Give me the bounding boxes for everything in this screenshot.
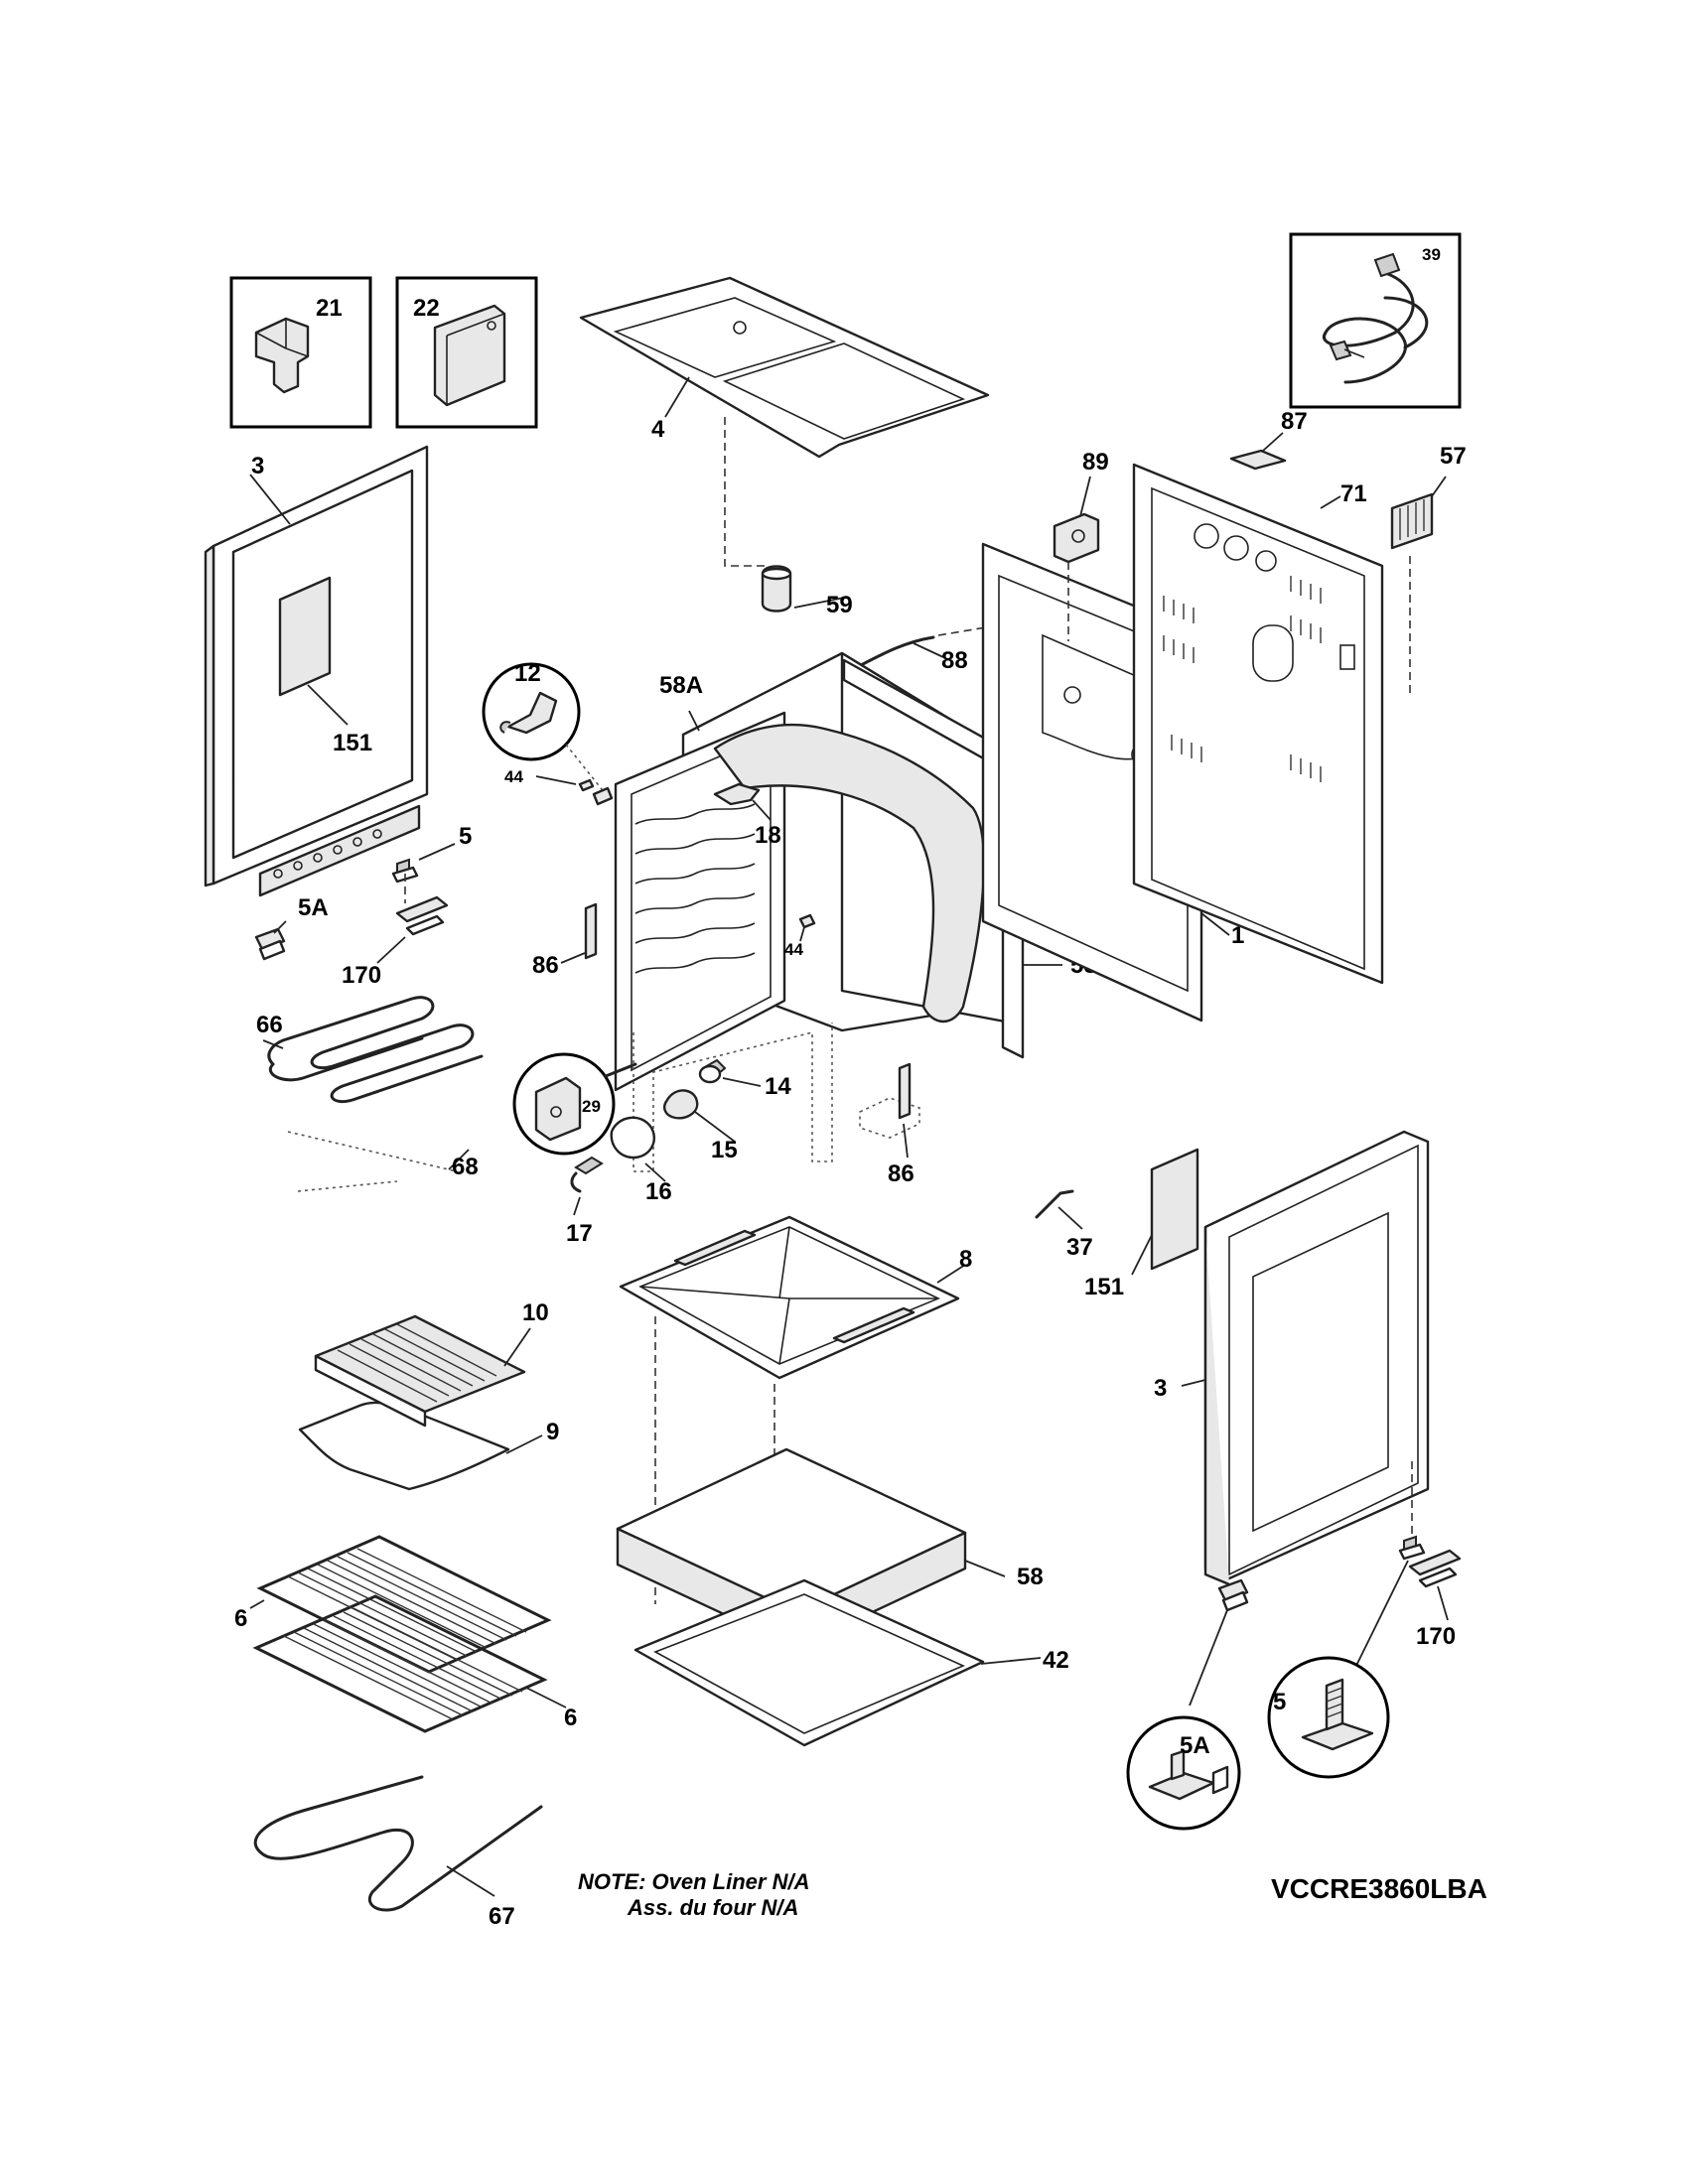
label-87: 87 bbox=[1281, 408, 1308, 435]
label-86-left: 86 bbox=[532, 952, 559, 979]
part-57: 57 bbox=[1390, 443, 1467, 695]
label-3-left: 3 bbox=[251, 453, 264, 479]
label-5A-right: 5A bbox=[1180, 1732, 1210, 1759]
label-4: 4 bbox=[651, 416, 665, 443]
label-68: 68 bbox=[452, 1154, 479, 1180]
label-29: 29 bbox=[582, 1097, 601, 1116]
label-12: 12 bbox=[514, 660, 541, 687]
part-18: 18 bbox=[713, 782, 781, 849]
label-151-left: 151 bbox=[333, 730, 372, 756]
label-18: 18 bbox=[755, 822, 781, 849]
label-17: 17 bbox=[566, 1220, 593, 1247]
label-58: 58 bbox=[1017, 1564, 1044, 1590]
label-10: 10 bbox=[522, 1299, 549, 1326]
part-29: 29 bbox=[512, 1052, 637, 1156]
part-42: 42 bbox=[633, 1578, 1069, 1747]
back-panel-71: 71 bbox=[1132, 463, 1384, 985]
inset-part-21: 21 bbox=[229, 276, 372, 429]
label-170-left: 170 bbox=[342, 962, 381, 989]
label-42: 42 bbox=[1043, 1647, 1069, 1674]
part-59: 59 bbox=[761, 565, 853, 618]
label-37: 37 bbox=[1066, 1234, 1093, 1261]
label-66: 66 bbox=[256, 1012, 283, 1038]
part-67-bake-element: 67 bbox=[253, 1775, 543, 1930]
left-hardware: 5 5A 170 bbox=[254, 823, 472, 989]
label-89: 89 bbox=[1082, 449, 1109, 476]
label-14: 14 bbox=[765, 1073, 791, 1100]
label-58A: 58A bbox=[659, 672, 703, 699]
top-panel: 4 bbox=[579, 276, 990, 459]
part-89: 89 bbox=[1053, 449, 1109, 641]
note-line-2: Ass. du four N/A bbox=[627, 1895, 798, 1920]
oven-light-parts: 14 15 16 17 bbox=[566, 1058, 791, 1247]
part-5A-bracket-detail: 5A bbox=[1126, 1715, 1241, 1831]
inset-part-22: 22 bbox=[395, 276, 538, 429]
label-39: 39 bbox=[1422, 245, 1441, 264]
label-44-right: 44 bbox=[784, 940, 803, 959]
label-16: 16 bbox=[645, 1178, 672, 1205]
label-21: 21 bbox=[316, 295, 343, 322]
left-side-panel: 3 151 bbox=[204, 445, 429, 897]
label-170-right: 170 bbox=[1416, 1623, 1456, 1650]
label-22: 22 bbox=[413, 295, 440, 322]
label-9: 9 bbox=[546, 1419, 559, 1445]
label-88: 88 bbox=[941, 647, 968, 674]
label-6-top: 6 bbox=[234, 1605, 247, 1632]
part-8-oven-bottom: 8 bbox=[619, 1215, 972, 1380]
label-5A-left: 5A bbox=[298, 894, 329, 921]
label-8: 8 bbox=[959, 1246, 972, 1273]
part-37: 37 bbox=[1035, 1189, 1093, 1261]
part-12: 12 bbox=[482, 660, 607, 795]
note-line-1: NOTE: Oven Liner N/A bbox=[578, 1869, 809, 1894]
label-59: 59 bbox=[826, 592, 853, 618]
label-6-bottom: 6 bbox=[564, 1705, 577, 1731]
model-number: VCCRE3860LBA bbox=[1271, 1873, 1487, 1904]
part-87: 87 bbox=[1229, 408, 1308, 471]
part-151-right: 151 bbox=[1084, 1148, 1199, 1300]
part-10-9-broiler: 10 9 bbox=[298, 1299, 559, 1491]
label-1: 1 bbox=[1231, 922, 1244, 949]
label-3-right: 3 bbox=[1154, 1375, 1167, 1402]
label-44-left: 44 bbox=[504, 767, 523, 786]
label-86-right: 86 bbox=[888, 1160, 914, 1187]
right-hardware: 170 bbox=[1189, 1461, 1462, 1706]
inset-part-39: 39 bbox=[1289, 232, 1462, 409]
right-side-panel: 3 bbox=[1154, 1130, 1430, 1586]
oven-cavity: 58A 58B bbox=[614, 651, 1114, 1172]
label-5-left: 5 bbox=[459, 823, 472, 850]
label-5-right: 5 bbox=[1273, 1689, 1286, 1715]
label-71: 71 bbox=[1340, 480, 1367, 507]
label-151-right: 151 bbox=[1084, 1274, 1124, 1300]
part-66-broil-element: 66 bbox=[256, 996, 484, 1103]
label-15: 15 bbox=[711, 1137, 738, 1163]
label-57: 57 bbox=[1440, 443, 1467, 470]
label-67: 67 bbox=[489, 1903, 515, 1930]
part-6-oven-racks: 6 6 bbox=[234, 1535, 577, 1733]
part-5-leveler-detail: 5 bbox=[1267, 1656, 1390, 1779]
